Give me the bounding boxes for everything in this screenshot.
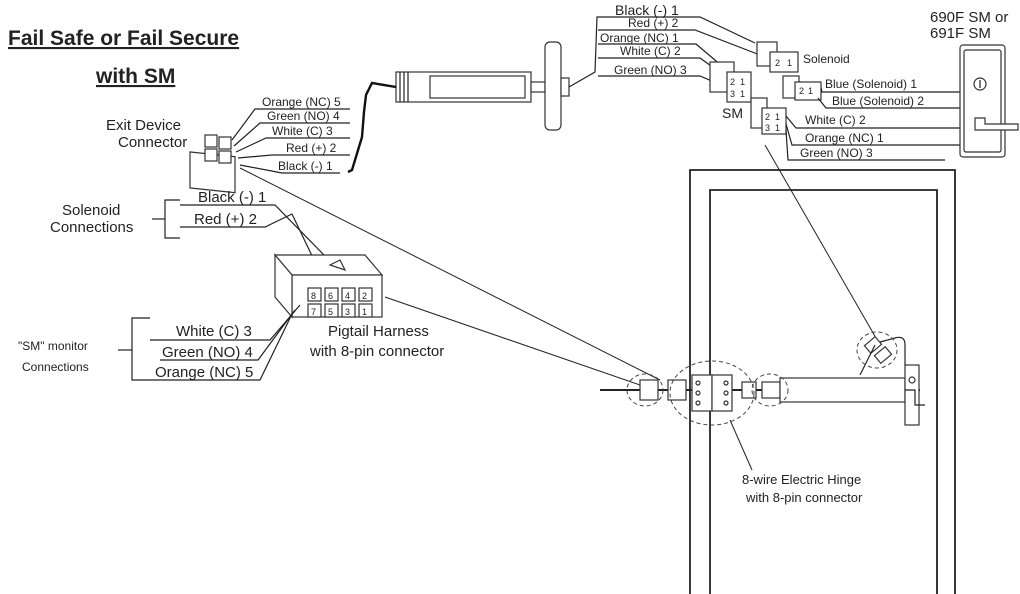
svg-text:2: 2	[775, 58, 780, 68]
svg-text:1: 1	[740, 89, 745, 99]
exit-device-bar	[395, 41, 570, 131]
exit-wire-label-4: Red (+) 2	[286, 141, 337, 155]
top-wire-label-1: Black (-) 1	[615, 2, 679, 18]
lock-wire-label-5: Green (NO) 3	[800, 146, 873, 160]
pin-1: 1	[362, 307, 367, 317]
exit-wire-label-1: Orange (NC) 5	[262, 95, 341, 109]
hinge-zoom-circles	[626, 331, 898, 426]
sm-connections-bracket	[118, 304, 301, 381]
sm-conn-label-1: "SM" monitor	[18, 339, 88, 353]
solenoid-label: Solenoid	[803, 52, 850, 66]
lock-model-1: 690F SM or	[930, 9, 1008, 26]
solenoid-conn-label-2: Connections	[50, 219, 133, 236]
sm-conn-wire-1: White (C) 3	[176, 323, 252, 340]
top-wire-label-3: Orange (NC) 1	[600, 31, 679, 45]
svg-text:2: 2	[799, 86, 804, 96]
svg-text:1: 1	[775, 112, 780, 122]
svg-text:1: 1	[740, 77, 745, 87]
svg-text:1: 1	[787, 58, 792, 68]
sm-conn-wire-3: Orange (NC) 5	[155, 364, 253, 381]
pin-7: 7	[311, 307, 316, 317]
svg-text:3: 3	[765, 123, 770, 133]
pigtail-pins: 8 6 4 2 7 5 3 1	[307, 287, 373, 318]
exit-wire-label-3: White (C) 3	[272, 124, 333, 138]
lock-wire-label-2: Blue (Solenoid) 2	[832, 94, 924, 108]
title-line1: Fail Safe or Fail Secure	[8, 27, 239, 50]
lock-wire-label-4: Orange (NC) 1	[805, 131, 884, 145]
pin-5: 5	[328, 307, 333, 317]
svg-text:1: 1	[775, 123, 780, 133]
svg-text:3: 3	[730, 89, 735, 99]
pin-6: 6	[328, 291, 333, 301]
exit-device-label-2: Connector	[118, 134, 187, 151]
solenoid-conn-label-1: Solenoid	[62, 202, 120, 219]
pigtail-label-1: Pigtail Harness	[328, 323, 429, 340]
exit-device-wires	[231, 108, 350, 174]
lock-escutcheon	[959, 44, 1019, 158]
sm-conn-wire-2: Green (NO) 4	[162, 344, 253, 361]
sm-conn-label-2: Connections	[22, 360, 89, 374]
lock-model-2: 691F SM	[930, 25, 991, 42]
pin-8: 8	[311, 291, 316, 301]
lock-wires	[785, 87, 960, 161]
title-line2: with SM	[95, 65, 175, 88]
svg-text:2: 2	[730, 77, 735, 87]
exit-wire-label-2: Green (NO) 4	[267, 109, 340, 123]
svg-text:1: 1	[808, 86, 813, 96]
hinge-label-2: with 8-pin connector	[745, 490, 863, 505]
pin-3: 3	[345, 307, 350, 317]
exit-wire-label-5: Black (-) 1	[278, 159, 333, 173]
solenoid-conn-wire-2: Red (+) 2	[194, 211, 257, 228]
exit-device-label-1: Exit Device	[106, 117, 181, 134]
solenoid-conn-wire-1: Black (-) 1	[198, 189, 266, 206]
solenoid-connections-bracket	[152, 199, 325, 261]
svg-text:2: 2	[765, 112, 770, 122]
exit-device-connector	[189, 134, 236, 194]
pigtail-label-2: with 8-pin connector	[309, 343, 444, 360]
sm-label: SM	[722, 105, 743, 121]
hinge-label-1: 8-wire Electric Hinge	[742, 472, 861, 487]
lock-wire-label-3: White (C) 2	[805, 113, 866, 127]
top-wire-label-2: Red (+) 2	[628, 16, 679, 30]
leader-lines	[239, 144, 881, 386]
lock-wire-label-1: Blue (Solenoid) 1	[825, 77, 917, 91]
top-wire-label-4: White (C) 2	[620, 44, 681, 58]
top-wire-label-5: Green (NO) 3	[614, 63, 687, 77]
hinge-assembly	[600, 335, 925, 426]
pin-4: 4	[345, 291, 350, 301]
pin-2: 2	[362, 291, 367, 301]
